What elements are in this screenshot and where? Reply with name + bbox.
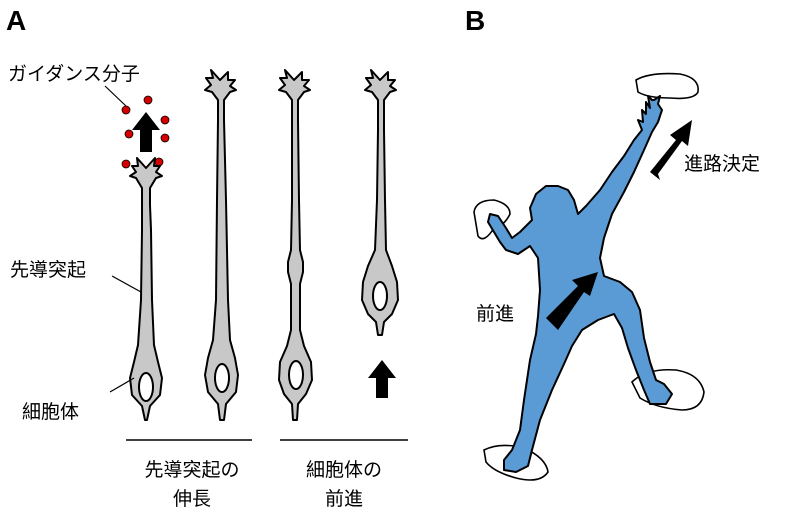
neuron-3: [279, 70, 312, 420]
growth-cone-leader-line: [112, 276, 141, 292]
hold-top: [636, 74, 698, 99]
caption-right-line2: 前進: [325, 488, 363, 510]
caption-left-line1: 先導突起の: [144, 459, 239, 481]
guidance-molecule-label: ガイダンス分子: [8, 63, 140, 85]
guidance-arrow: [132, 112, 160, 152]
caption-right-line1: 細胞体の: [306, 459, 382, 481]
caption-left-line2: 伸長: [173, 488, 211, 510]
neuron-2: [205, 70, 238, 420]
pathfinding-label: 進路決定: [684, 153, 760, 175]
soma-advance-arrow: [368, 360, 396, 398]
guidance-leader-line: [105, 86, 126, 106]
advance-label: 前進: [476, 303, 514, 325]
panel-a-label: A: [6, 5, 26, 36]
panel-b-label: B: [465, 5, 485, 36]
growth-cone-label: 先導突起: [10, 259, 86, 281]
neuron-4: [362, 70, 398, 335]
cell-body-label: 細胞体: [22, 401, 79, 423]
